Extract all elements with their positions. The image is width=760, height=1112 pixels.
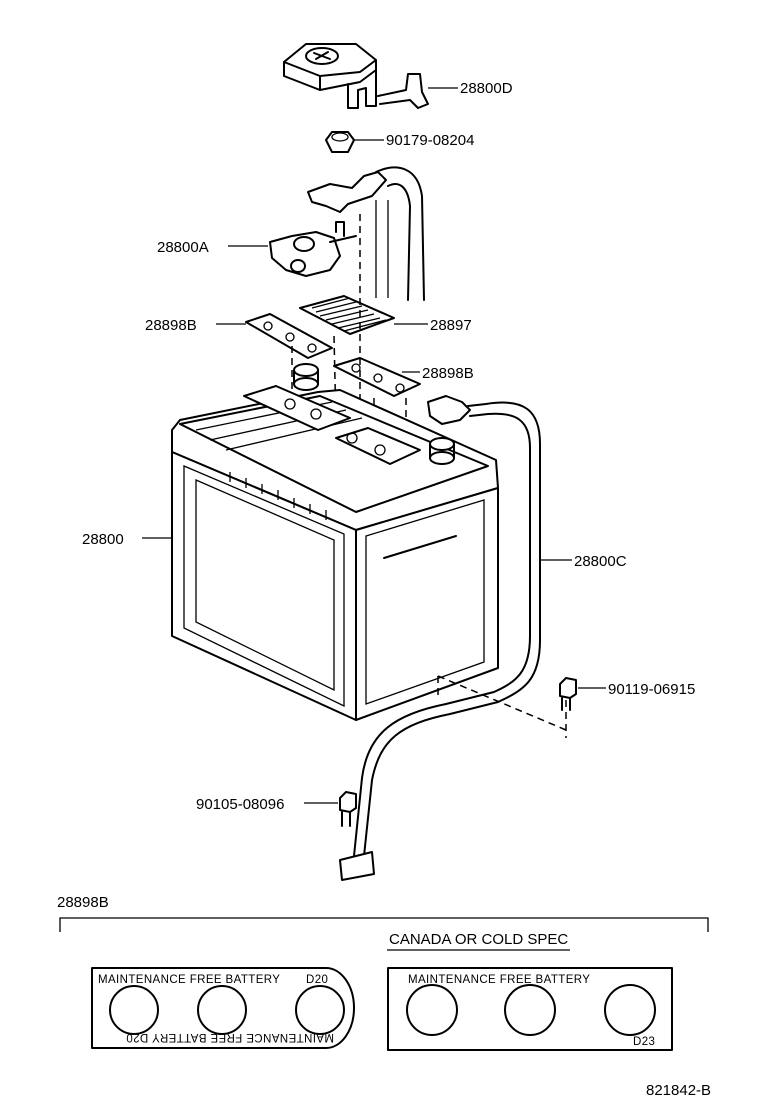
terminal-clamp — [269, 221, 357, 277]
section-bracket — [59, 917, 709, 932]
standard-label-hole-2 — [197, 985, 247, 1035]
figure-id: 821842-B — [646, 1082, 711, 1099]
label-sheet-28897 — [299, 295, 395, 335]
standard-label-hole-1 — [109, 985, 159, 1035]
cold-spec-label-hole-2 — [504, 984, 556, 1036]
label-90119: 90119-06915 — [608, 681, 695, 698]
cold-spec-label-hole-1 — [406, 984, 458, 1036]
standard-label-hole-3 — [295, 985, 345, 1035]
cold-spec-label: MAINTENANCE FREE BATTERY D23 — [387, 967, 673, 1051]
negative-cable — [339, 395, 541, 881]
standard-label-top-text: MAINTENANCE FREE BATTERY — [98, 974, 280, 986]
battery — [171, 363, 499, 721]
label-28898B-left: 28898B — [145, 317, 197, 334]
label-28800: 28800 — [82, 531, 124, 548]
section-part-number: 28898B — [57, 894, 109, 911]
bolt-90119 — [559, 677, 577, 711]
cold-spec-label-top-text: MAINTENANCE FREE BATTERY — [408, 974, 590, 986]
bolt-alignment-line — [437, 675, 567, 738]
nut-90179 — [325, 131, 355, 153]
label-28800C: 28800C — [574, 553, 627, 570]
cold-spec-label-hole-3 — [604, 984, 656, 1036]
standard-label: MAINTENANCE FREE BATTERY D20 MAINTENANCE… — [91, 967, 355, 1049]
sticker-28898B-left — [245, 313, 333, 359]
label-28800D: 28800D — [460, 80, 513, 97]
cold-spec-label-code: D23 — [633, 1036, 655, 1048]
sticker-28898B-right — [333, 357, 421, 397]
bolt-90105 — [339, 791, 357, 827]
canada-spec-heading: CANADA OR COLD SPEC — [389, 931, 568, 948]
label-28800A: 28800A — [157, 239, 209, 256]
terminal-bracket — [307, 166, 425, 301]
label-90105: 90105-08096 — [196, 796, 284, 813]
terminal-cover — [283, 43, 429, 109]
standard-label-bottom-text: MAINTENANCE FREE BATTERY D20 — [126, 1031, 334, 1043]
label-28897: 28897 — [430, 317, 472, 334]
standard-label-code: D20 — [306, 974, 328, 986]
label-28898B-right: 28898B — [422, 365, 474, 382]
label-90179: 90179-08204 — [386, 132, 474, 149]
